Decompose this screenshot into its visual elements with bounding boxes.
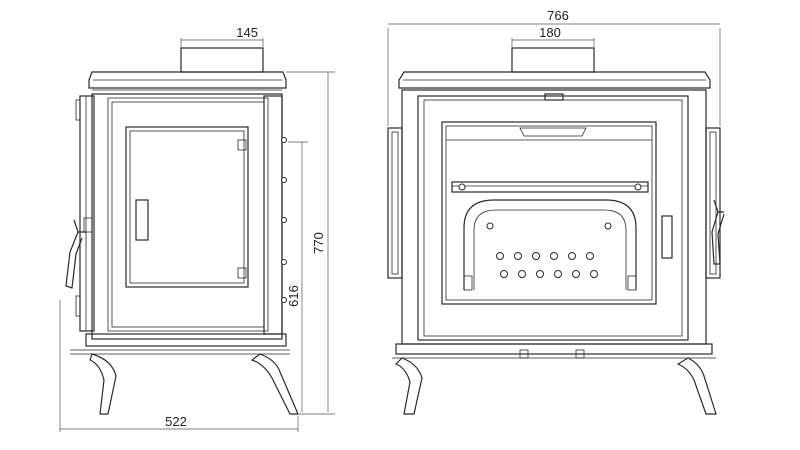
front-width-label: 766	[547, 8, 569, 23]
side-leg-front	[89, 353, 117, 415]
front-flue-width-label: 180	[539, 25, 561, 40]
side-flue-height-label: 616	[286, 285, 301, 307]
side-door-frame	[79, 95, 95, 332]
front-leg-left	[394, 357, 423, 415]
side-base-plate	[85, 333, 287, 347]
front-door	[417, 95, 689, 341]
front-flue-outlet	[511, 47, 595, 73]
front-grate	[463, 199, 637, 290]
side-flue-width-label: 145	[236, 25, 258, 40]
front-glass	[441, 121, 657, 305]
side-leg-rear	[250, 353, 299, 415]
front-leg-right	[676, 357, 717, 415]
front-base-plate	[395, 343, 713, 355]
side-top-plate	[88, 71, 287, 89]
side-window	[125, 126, 249, 288]
side-rear-pillar	[263, 95, 283, 335]
stove-side-view: 145 616 770 522	[59, 25, 335, 432]
side-depth-label: 522	[165, 414, 187, 429]
side-door-handle	[65, 219, 86, 289]
front-side-handle	[711, 199, 725, 265]
stove-front-view: 180 766	[387, 8, 725, 415]
side-total-height-label: 770	[311, 232, 326, 254]
front-top-plate	[398, 71, 711, 89]
side-flue-outlet	[180, 47, 264, 73]
